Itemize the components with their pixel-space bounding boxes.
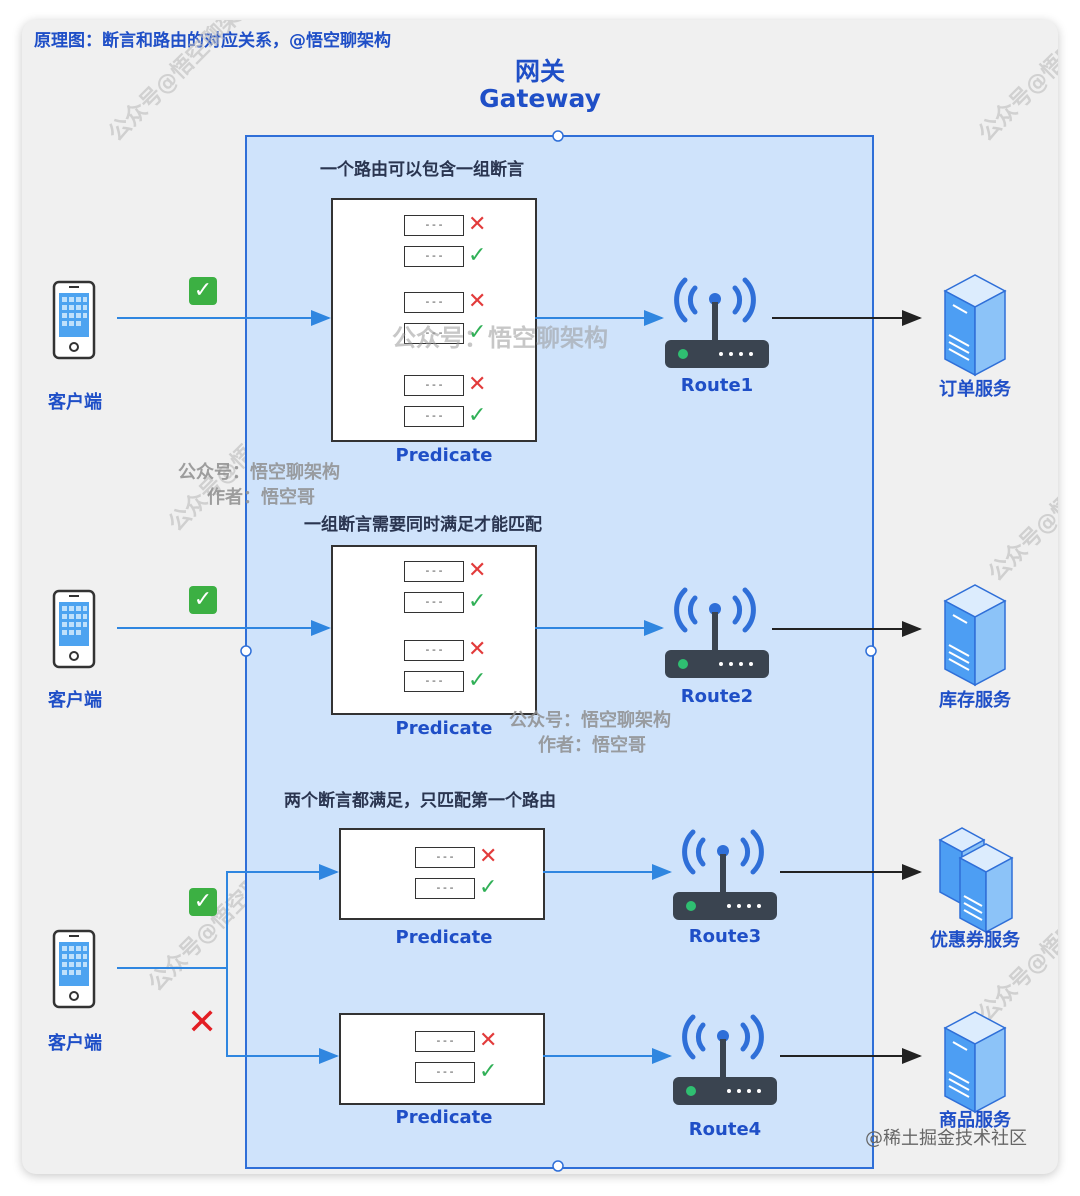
diagram-title: 原理图：断言和路由的对应关系，@悟空聊架构 bbox=[34, 31, 391, 51]
fail-icon: ✕ bbox=[479, 1028, 498, 1053]
fail-icon: ✕ bbox=[479, 844, 498, 869]
predicate-label-4: Predicate bbox=[395, 1107, 493, 1128]
watermark-text: 作者：悟空哥 bbox=[538, 735, 646, 756]
route-label: Route1 bbox=[680, 375, 754, 396]
router-icon bbox=[665, 280, 769, 368]
match-fail-icon: ✕ bbox=[187, 1002, 218, 1043]
gateway-title-cn: 网关 bbox=[514, 57, 565, 86]
note-first-route: 两个断言都满足，只匹配第一个路由 bbox=[284, 791, 556, 811]
route-label: Route4 bbox=[688, 1119, 762, 1140]
assertion-field: --- bbox=[415, 878, 475, 899]
predicate-label-3: Predicate bbox=[395, 927, 493, 948]
router-icon bbox=[673, 832, 777, 920]
phone-icon bbox=[52, 280, 96, 360]
note-all-match: 一组断言需要同时满足才能匹配 bbox=[304, 515, 542, 535]
service-label: 订单服务 bbox=[939, 379, 1011, 400]
assertion-field: --- bbox=[415, 1062, 475, 1083]
predicate-label-1: Predicate bbox=[395, 445, 493, 466]
watermark-center: 公众号：悟空聊架构 bbox=[392, 324, 608, 352]
assertion-field: --- bbox=[404, 246, 464, 267]
router-icon bbox=[665, 590, 769, 678]
fail-icon: ✕ bbox=[468, 212, 487, 237]
pass-icon: ✓ bbox=[468, 320, 487, 345]
note-route-group: 一个路由可以包含一组断言 bbox=[320, 160, 524, 180]
match-success-icon: ✓ bbox=[189, 586, 217, 614]
assertion-field: --- bbox=[404, 292, 464, 313]
route-label: Route3 bbox=[688, 926, 762, 947]
service-label: 商品服务 bbox=[939, 1110, 1011, 1131]
client-label: 客户端 bbox=[48, 392, 102, 413]
fail-icon: ✕ bbox=[468, 637, 487, 662]
client-label: 客户端 bbox=[48, 690, 102, 711]
assertion-field: --- bbox=[404, 561, 464, 582]
assertion-field: --- bbox=[415, 1031, 475, 1052]
server-icon bbox=[944, 1011, 1006, 1113]
assertion-field: --- bbox=[404, 406, 464, 427]
match-success-icon: ✓ bbox=[189, 888, 217, 916]
predicate-label-2: Predicate bbox=[395, 718, 493, 739]
router-icon bbox=[673, 1017, 777, 1105]
site-credit: @稀土掘金技术社区 bbox=[865, 1128, 1027, 1149]
fail-icon: ✕ bbox=[468, 289, 487, 314]
assertion-field: --- bbox=[404, 640, 464, 661]
service-label: 库存服务 bbox=[939, 690, 1011, 711]
phone-icon bbox=[52, 929, 96, 1009]
assertion-field: --- bbox=[404, 215, 464, 236]
gateway-title-en: Gateway bbox=[479, 84, 601, 113]
predicate-box-3 bbox=[339, 828, 545, 920]
pass-icon: ✓ bbox=[468, 403, 487, 428]
phone-icon bbox=[52, 589, 96, 669]
diagram-graphics bbox=[52, 130, 1013, 1172]
server-icon bbox=[939, 827, 1013, 933]
server-icon bbox=[944, 274, 1006, 376]
watermark-text: 公众号：悟空聊架构 bbox=[178, 462, 340, 483]
assertion-field: --- bbox=[404, 671, 464, 692]
fail-icon: ✕ bbox=[468, 558, 487, 583]
predicate-box-4 bbox=[339, 1013, 545, 1105]
fail-icon: ✕ bbox=[468, 372, 487, 397]
pass-icon: ✓ bbox=[468, 589, 487, 614]
pass-icon: ✓ bbox=[479, 1059, 498, 1084]
client-label: 客户端 bbox=[48, 1033, 102, 1054]
pass-icon: ✓ bbox=[479, 875, 498, 900]
diagram-card: 原理图：断言和路由的对应关系，@悟空聊架构 网关 Gateway 公众号@悟空聊… bbox=[22, 20, 1058, 1174]
pass-icon: ✓ bbox=[468, 243, 487, 268]
assertion-field: --- bbox=[415, 847, 475, 868]
server-icon bbox=[944, 584, 1006, 686]
service-label: 优惠券服务 bbox=[930, 930, 1020, 951]
match-success-icon: ✓ bbox=[189, 277, 217, 305]
route-label: Route2 bbox=[680, 686, 754, 707]
pass-icon: ✓ bbox=[468, 668, 487, 693]
watermark-text: 公众号：悟空聊架构 bbox=[509, 710, 671, 731]
watermark-text: 作者：悟空哥 bbox=[207, 487, 315, 508]
assertion-field: --- bbox=[404, 592, 464, 613]
assertion-field: --- bbox=[404, 375, 464, 396]
predicate-box-1 bbox=[331, 198, 537, 442]
assertion-field: --- bbox=[404, 323, 464, 344]
